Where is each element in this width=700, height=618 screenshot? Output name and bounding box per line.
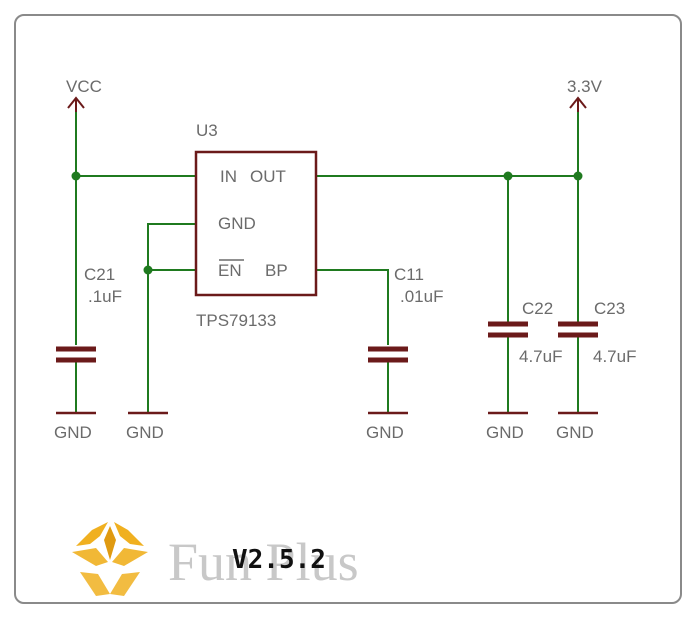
gnd-label: GND <box>556 423 594 442</box>
wire-gnd-pin <box>147 223 196 412</box>
gnd-label: GND <box>54 423 92 442</box>
regulator-ref: U3 <box>196 121 218 140</box>
capacitor-plates <box>56 321 598 363</box>
c11-ref: C11 <box>394 265 424 284</box>
c23-value: 4.7uF <box>593 347 636 366</box>
pin-en-label: EN <box>218 261 242 280</box>
power-arrows <box>67 96 587 112</box>
c21-value: .1uF <box>88 287 122 306</box>
regulator-body <box>194 150 318 297</box>
version-label: V2.5.2 <box>232 545 326 575</box>
c21-ref: C21 <box>84 265 115 284</box>
pin-gnd-label: GND <box>218 214 256 233</box>
c22-ref: C22 <box>522 299 553 318</box>
junction-c22 <box>503 171 513 181</box>
gnd-label: GND <box>366 423 404 442</box>
junctions <box>71 171 583 275</box>
schematic-frame <box>14 14 682 604</box>
wires <box>75 100 579 412</box>
vcc-label: VCC <box>66 77 102 96</box>
gnd-label: GND <box>486 423 524 442</box>
pin-out-label: OUT <box>250 167 286 186</box>
pin-bp-label: BP <box>265 261 288 280</box>
gnd-label: GND <box>126 423 164 442</box>
regulator-part: TPS79133 <box>196 311 276 330</box>
watermark-brand: Fun Plus <box>168 532 359 592</box>
junction-vcc <box>71 171 81 181</box>
stylized-wing-logo-icon <box>72 522 148 596</box>
junction-3v3 <box>573 171 583 181</box>
c22-value: 4.7uF <box>519 347 562 366</box>
v33-label: 3.3V <box>567 77 603 96</box>
junction-en-gnd <box>143 265 153 275</box>
c11-value: .01uF <box>400 287 443 306</box>
pin-in-label: IN <box>220 167 237 186</box>
c23-ref: C23 <box>594 299 625 318</box>
wire-bp-to-c11 <box>316 269 389 345</box>
